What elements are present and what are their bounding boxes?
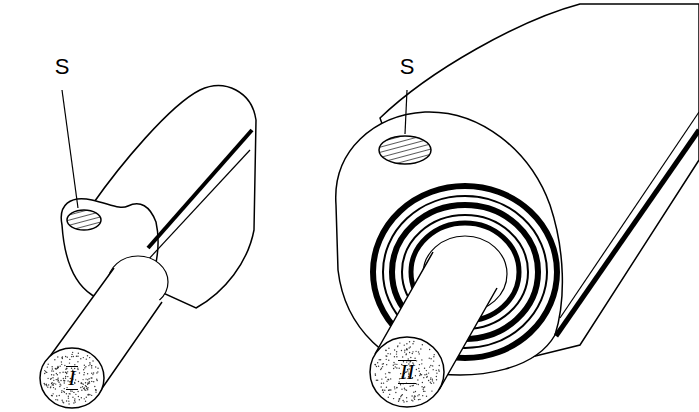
axon-cross-section: II (369, 336, 445, 408)
hatched-nucleus (67, 210, 101, 230)
small-sheath (61, 86, 256, 308)
axon-cross-section: I (39, 347, 105, 409)
roman-numeral: II (398, 360, 417, 384)
hatched-nucleus (379, 136, 431, 164)
part-label: S (55, 56, 70, 78)
part-label: S (400, 56, 415, 78)
leader-line (62, 90, 78, 208)
leader-line (405, 90, 407, 134)
roman-numeral: I (66, 366, 77, 390)
large-sheath (336, 4, 699, 375)
